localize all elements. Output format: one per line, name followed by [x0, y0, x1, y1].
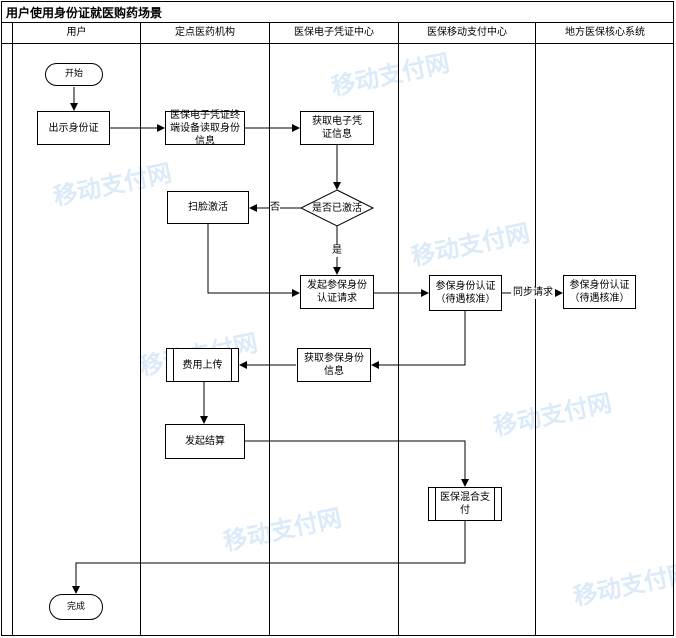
title-bar: 用户使用身份证就医购药场景 [1, 1, 674, 23]
lane-divider [269, 23, 270, 636]
terminal-read-id-step: 医保电子凭证终端设备读取身份信息 [165, 110, 245, 147]
get-insured-identity-step: 获取参保身份信息 [297, 348, 371, 382]
lane-divider [140, 23, 141, 636]
edge-pay-auth-to-get-insured [371, 311, 466, 369]
edge-mixed-pay-to-done [72, 521, 466, 594]
get-voucher-info-step: 获取电子凭证信息 [300, 111, 374, 145]
show-id-card-step: 出示身份证 [37, 111, 110, 145]
lane-header-mobile-pay-center: 医保移动支付中心 [399, 23, 535, 44]
start-terminator: 开始 [45, 63, 103, 86]
lane-header-local-core: 地方医保核心系统 [536, 23, 674, 44]
edge-settle-to-mixed-pay [245, 440, 469, 487]
edge-label-yes: 是 [332, 245, 342, 257]
diagram-title: 用户使用身份证就医购药场景 [6, 6, 163, 20]
edge-label-no: 否 [270, 202, 280, 214]
lane-header-voucher-center: 医保电子凭证中心 [270, 23, 398, 44]
fee-upload-subprocess: 费用上传 [166, 348, 239, 382]
initiate-settlement-step: 发起结算 [165, 424, 245, 459]
edge-label-sync-request: 同步请求 [511, 287, 555, 299]
pay-center-identity-auth-step: 参保身份认证（待遇核准） [429, 275, 502, 311]
done-terminator: 完成 [49, 594, 103, 620]
initiate-identity-auth-step: 发起参保身份认证请求 [300, 275, 374, 309]
mixed-payment-subprocess: 医保混合支付 [428, 487, 502, 521]
lane-divider [12, 23, 13, 636]
lane-header-corner [1, 23, 12, 44]
lane-header-user: 用户 [13, 23, 140, 44]
face-scan-activation-step: 扫脸激活 [167, 191, 249, 224]
lane-divider [398, 23, 399, 636]
edge-face-scan-to-init-auth [207, 224, 300, 297]
is-activated-decision: 是否已激活 [312, 202, 362, 214]
lane-header-pharmacy: 定点医药机构 [141, 23, 269, 44]
local-core-identity-auth-step: 参保身份认证（待遇核准） [563, 275, 636, 309]
lane-divider [535, 23, 536, 636]
